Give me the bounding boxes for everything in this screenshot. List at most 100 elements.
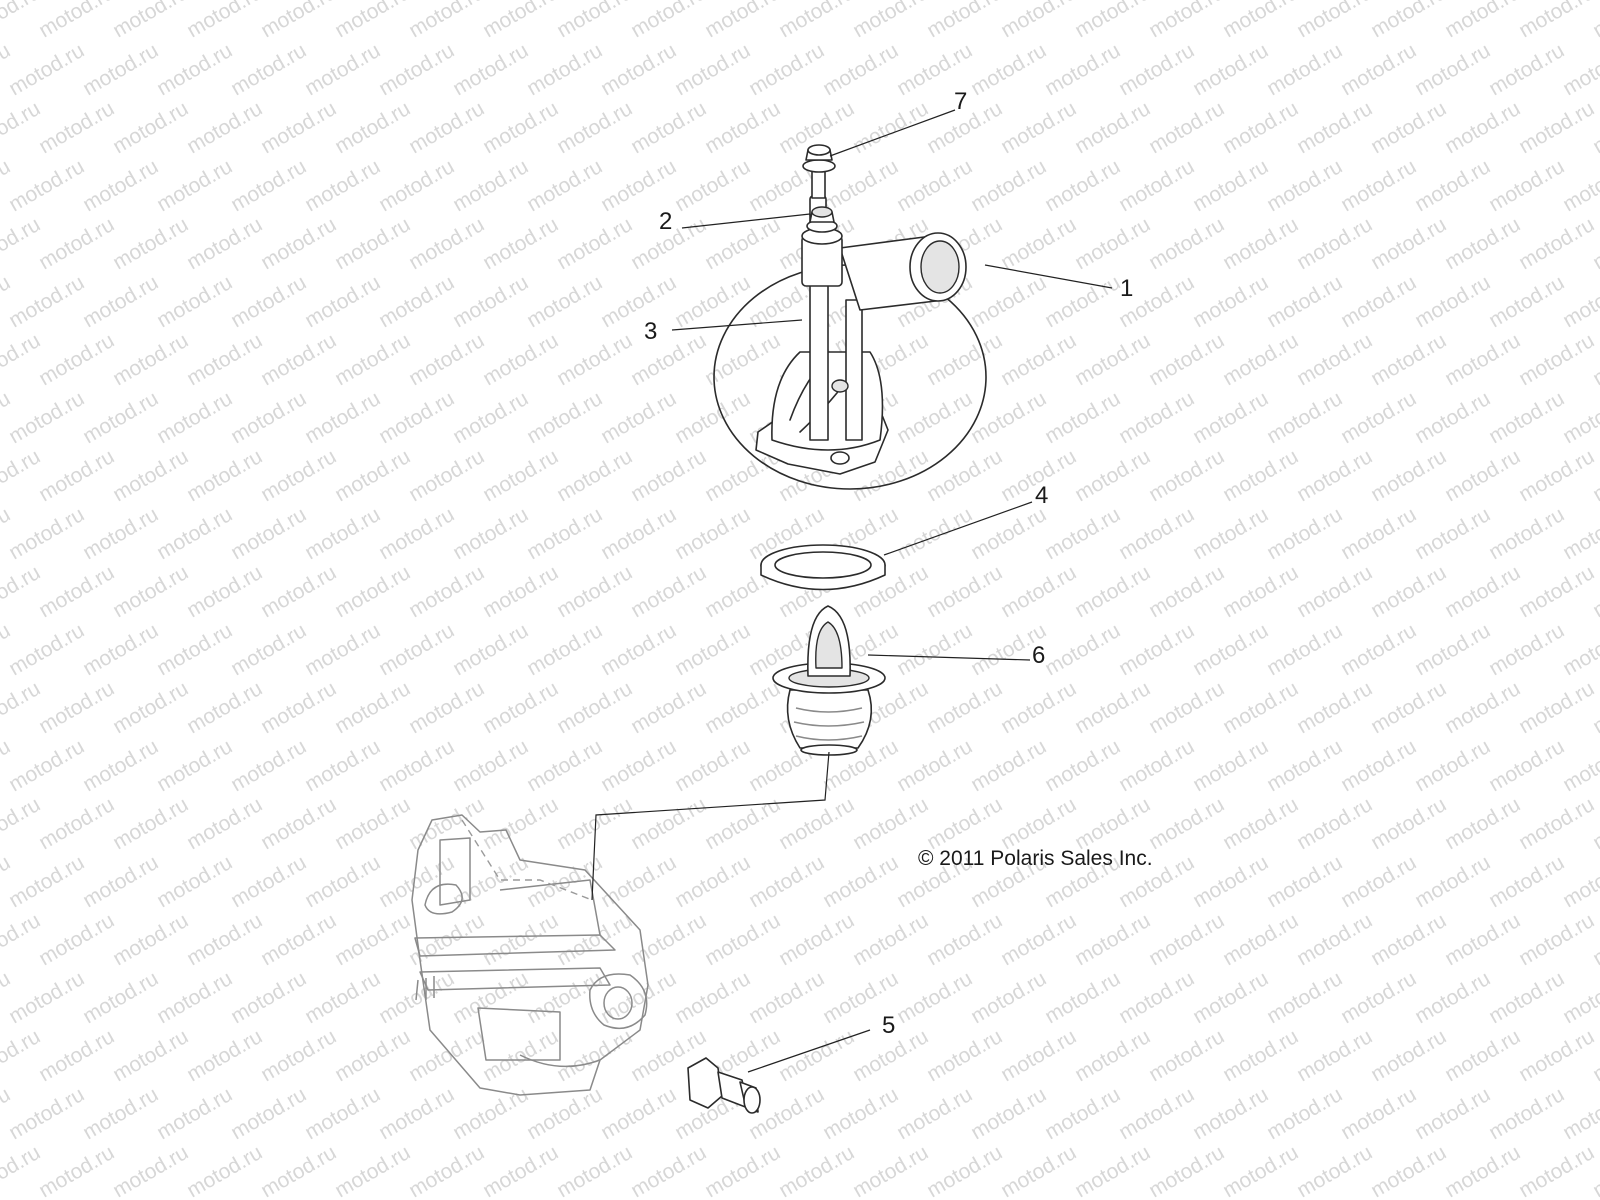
watermark-text: motod.ru (5, 851, 88, 912)
watermark-text: motod.ru (0, 97, 44, 158)
watermark-text: motod.ru (1189, 387, 1272, 448)
watermark-text: motod.ru (1441, 0, 1524, 42)
watermark-text: motod.ru (1367, 445, 1450, 506)
watermark-text: motod.ru (1559, 503, 1600, 564)
watermark-text: motod.ru (1485, 735, 1568, 796)
watermark-text: motod.ru (257, 445, 340, 506)
watermark-text: motod.ru (1441, 329, 1524, 390)
copyright-notice: © 2011 Polaris Sales Inc. (918, 847, 1153, 870)
callout-4: 4 (1035, 482, 1048, 509)
thermostat-part (772, 605, 886, 756)
watermark-text: motod.ru (923, 445, 1006, 506)
watermark-text: motod.ru (1263, 1083, 1346, 1144)
watermark-text: motod.ru (967, 735, 1050, 796)
watermark-text: motod.ru (1219, 97, 1302, 158)
watermark-text: motod.ru (0, 909, 44, 970)
watermark-text: motod.ru (1115, 503, 1198, 564)
watermark-text: motod.ru (1293, 677, 1376, 738)
watermark-text: motod.ru (1485, 851, 1568, 912)
watermark-text: motod.ru (553, 0, 636, 42)
watermark-text: motod.ru (1145, 909, 1228, 970)
watermark-text: motod.ru (153, 619, 236, 680)
watermark-text: motod.ru (1337, 619, 1420, 680)
watermark-text: motod.ru (1337, 851, 1420, 912)
watermark-text: motod.ru (301, 387, 384, 448)
watermark-text: motod.ru (1115, 1083, 1198, 1144)
watermark-text: motod.ru (35, 677, 118, 738)
watermark-text: motod.ru (1041, 619, 1124, 680)
watermark-text: motod.ru (819, 851, 902, 912)
watermark-text: motod.ru (1367, 213, 1450, 274)
watermark-text: motod.ru (479, 97, 562, 158)
watermark-text: motod.ru (375, 1083, 458, 1144)
watermark-text: motod.ru (1189, 503, 1272, 564)
watermark-text: motod.ru (1559, 155, 1600, 216)
watermark-text: motod.ru (849, 97, 932, 158)
watermark-text: motod.ru (1219, 0, 1302, 42)
watermark-text: motod.ru (1041, 735, 1124, 796)
watermark-text: motod.ru (997, 97, 1080, 158)
watermark-text: motod.ru (1293, 445, 1376, 506)
watermark-text: motod.ru (1145, 329, 1228, 390)
watermark-text: motod.ru (1263, 39, 1346, 100)
watermark-text: motod.ru (1367, 0, 1450, 42)
watermark-text: motod.ru (109, 0, 192, 42)
watermark-text: motod.ru (1337, 387, 1420, 448)
watermark-text: motod.ru (1219, 1025, 1302, 1086)
watermark-text: motod.ru (923, 793, 1006, 854)
watermark-text: motod.ru (671, 155, 754, 216)
watermark-text: motod.ru (967, 503, 1050, 564)
watermark-text: motod.ru (1515, 793, 1598, 854)
watermark-text: motod.ru (1367, 677, 1450, 738)
watermark-text: motod.ru (79, 735, 162, 796)
watermark-text: motod.ru (893, 967, 976, 1028)
watermark-text: motod.ru (1411, 619, 1494, 680)
watermark-text: motod.ru (1189, 967, 1272, 1028)
watermark-text: motod.ru (227, 619, 310, 680)
watermark-text: motod.ru (745, 851, 828, 912)
watermark-text: motod.ru (405, 561, 488, 622)
watermark-text: motod.ru (0, 1141, 44, 1200)
watermark-text: motod.ru (1041, 503, 1124, 564)
watermark-text: motod.ru (479, 329, 562, 390)
watermark-text: motod.ru (301, 39, 384, 100)
watermark-text: motod.ru (1411, 155, 1494, 216)
watermark-text: motod.ru (257, 1141, 340, 1200)
watermark-text: motod.ru (1041, 39, 1124, 100)
watermark-text: motod.ru (375, 619, 458, 680)
watermark-text: motod.ru (1115, 39, 1198, 100)
watermark-text: motod.ru (449, 155, 532, 216)
watermark-text: motod.ru (5, 271, 88, 332)
watermark-text: motod.ru (1219, 793, 1302, 854)
leader-2 (681, 213, 811, 229)
watermark-text: motod.ru (1337, 155, 1420, 216)
watermark-text: motod.ru (301, 1083, 384, 1144)
watermark-text: motod.ru (1411, 271, 1494, 332)
watermark-text: motod.ru (449, 387, 532, 448)
watermark-text: motod.ru (331, 561, 414, 622)
watermark-text: motod.ru (331, 97, 414, 158)
leader-lines (591, 109, 1113, 1073)
watermark-text: motod.ru (449, 967, 532, 1028)
watermark-text: motod.ru (183, 1025, 266, 1086)
watermark-text: motod.ru (1071, 561, 1154, 622)
watermark-text: motod.ru (1515, 1141, 1598, 1200)
watermark-text: motod.ru (331, 677, 414, 738)
watermark-text: motod.ru (597, 271, 680, 332)
watermark-text: motod.ru (1263, 387, 1346, 448)
watermark-text: motod.ru (997, 0, 1080, 42)
watermark-text: motod.ru (183, 329, 266, 390)
watermark-text: motod.ru (1293, 0, 1376, 42)
watermark-text: motod.ru (627, 561, 710, 622)
watermark-text: motod.ru (1071, 677, 1154, 738)
watermark-text: motod.ru (1071, 445, 1154, 506)
watermark-text: motod.ru (967, 271, 1050, 332)
watermark-text: motod.ru (331, 213, 414, 274)
watermark-text: motod.ru (553, 909, 636, 970)
watermark-text: motod.ru (153, 271, 236, 332)
watermark-text: motod.ru (257, 0, 340, 42)
watermark-text: motod.ru (523, 735, 606, 796)
watermark-text: motod.ru (597, 387, 680, 448)
watermark-text: motod.ru (5, 1083, 88, 1144)
